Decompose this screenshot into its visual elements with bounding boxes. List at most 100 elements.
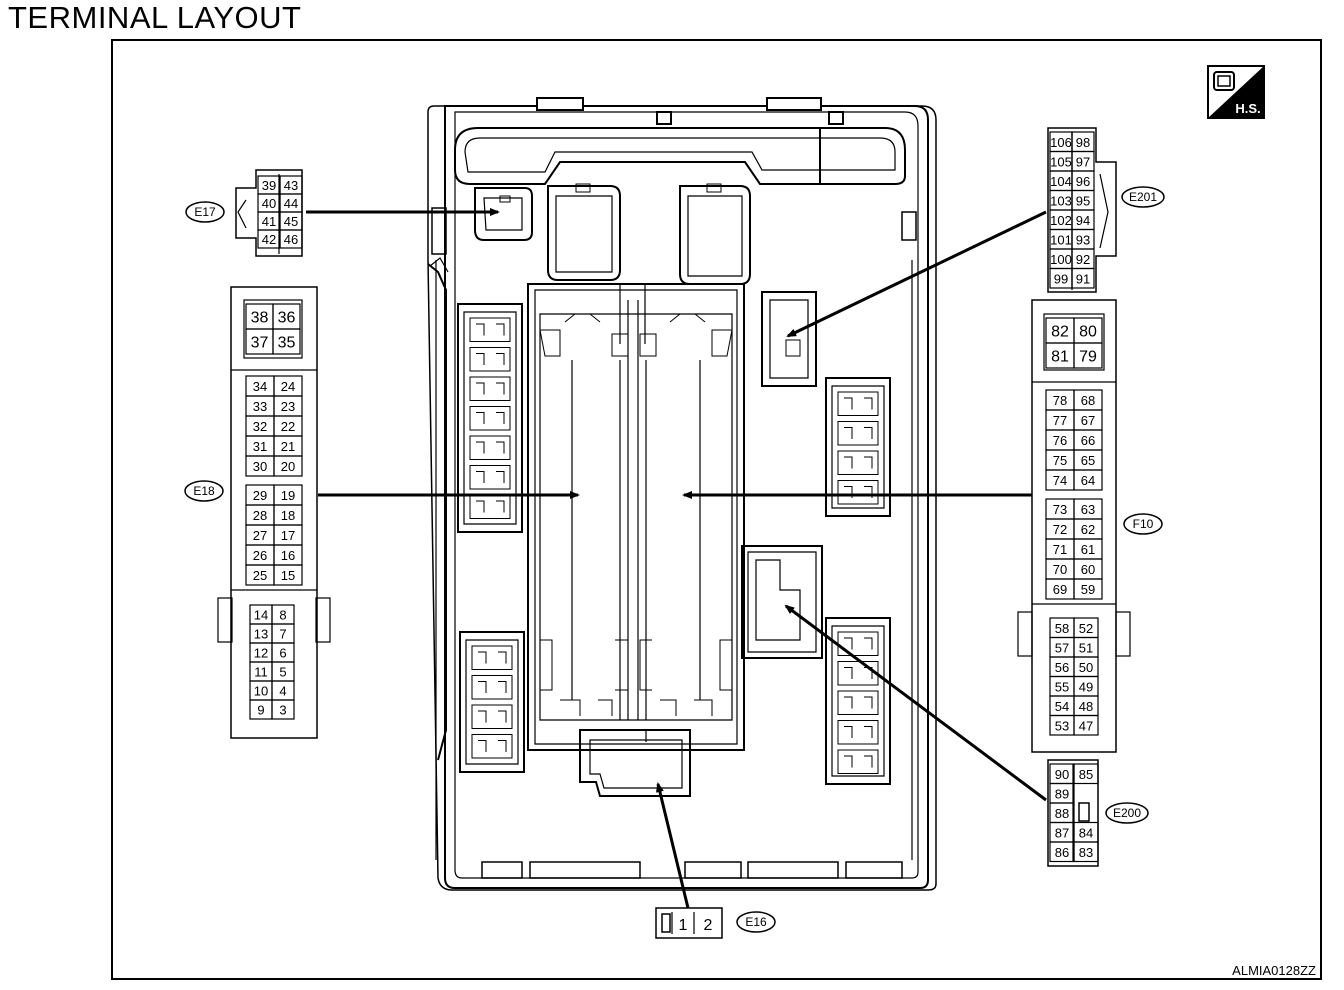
e18-pin-23: 23 — [281, 399, 295, 414]
e16-label: E16 — [745, 915, 767, 929]
e18-tag: E18 — [184, 480, 224, 502]
e201-pin-102: 102 — [1050, 213, 1072, 228]
e201-pin-98: 98 — [1076, 135, 1090, 150]
fuse-slot — [469, 465, 511, 490]
fuse-slot — [837, 450, 879, 475]
f10-pin-81: 81 — [1051, 349, 1069, 366]
e18-pin-12: 12 — [254, 646, 268, 661]
f10-pin-54: 54 — [1055, 699, 1069, 714]
f10-pin-82: 82 — [1051, 324, 1069, 341]
e18-pin-3: 3 — [279, 703, 286, 718]
fuse-slots — [469, 317, 879, 774]
e18-pin-18: 18 — [281, 508, 295, 523]
f10-pin-80: 80 — [1079, 324, 1097, 341]
f10-label: F10 — [1133, 517, 1154, 531]
f10-pin-59: 59 — [1081, 582, 1095, 597]
e18-pin-15: 15 — [281, 568, 295, 583]
e201-pin-103: 103 — [1050, 193, 1072, 208]
arrow-e200 — [784, 604, 1047, 802]
f10-pin-56: 56 — [1055, 660, 1069, 675]
e18-pin-16: 16 — [281, 548, 295, 563]
e17-pin-42: 42 — [262, 232, 276, 247]
pointer-arrows — [306, 208, 1047, 909]
e18-pin-38: 38 — [251, 310, 269, 327]
e18-pin-26: 26 — [253, 548, 267, 563]
e18-pin-30: 30 — [253, 459, 267, 474]
e17-tag: E17 — [185, 201, 225, 223]
e200-pin-88: 88 — [1055, 806, 1069, 821]
hs-harness-icon — [1213, 71, 1235, 91]
e18-pin-33: 33 — [253, 399, 267, 414]
fuse-slot — [469, 376, 511, 401]
fuse-slot — [837, 749, 879, 774]
e18-pin-36: 36 — [278, 310, 296, 327]
e17-pin-43: 43 — [284, 178, 298, 193]
e201-pin-93: 93 — [1076, 232, 1090, 247]
f10-pin-69: 69 — [1053, 582, 1067, 597]
fuse-slot — [471, 704, 513, 729]
pin-cell — [1073, 342, 1103, 369]
e200-pin-83: 83 — [1079, 845, 1093, 860]
e18-pin-25: 25 — [253, 568, 267, 583]
e18-pin-22: 22 — [281, 419, 295, 434]
connector-e16 — [655, 907, 723, 939]
f10-pin-73: 73 — [1053, 502, 1067, 517]
f10-pin-60: 60 — [1081, 562, 1095, 577]
e17-pin-44: 44 — [284, 196, 298, 211]
e18-pin-17: 17 — [281, 528, 295, 543]
e18-pin-29: 29 — [253, 488, 267, 503]
e18-pin-8: 8 — [279, 608, 286, 623]
e201-pin-99: 99 — [1054, 271, 1068, 286]
e201-pin-105: 105 — [1050, 154, 1072, 169]
f10-pin-57: 57 — [1055, 640, 1069, 655]
e17-pin-46: 46 — [284, 232, 298, 247]
hs-badge: H.S. — [1207, 65, 1265, 119]
e18-pin-6: 6 — [279, 646, 286, 661]
f10-pin-50: 50 — [1079, 660, 1093, 675]
f10-pin-72: 72 — [1053, 522, 1067, 537]
f10-pin-71: 71 — [1053, 542, 1067, 557]
fuse-slot — [837, 661, 879, 686]
e18-pin-7: 7 — [279, 627, 286, 642]
f10-pin-53: 53 — [1055, 718, 1069, 733]
pin-cell — [1073, 714, 1099, 736]
fuse-slot — [469, 347, 511, 372]
f10-pin-77: 77 — [1053, 413, 1067, 428]
e200-pin-89: 89 — [1055, 786, 1069, 801]
pin-cell — [1073, 763, 1099, 785]
e200-pin-87: 87 — [1055, 825, 1069, 840]
e201-pin-95: 95 — [1076, 193, 1090, 208]
e18-pin-37: 37 — [251, 335, 269, 352]
pin-cell — [272, 328, 301, 355]
hs-badge-text: H.S. — [1235, 101, 1260, 116]
f10-pin-51: 51 — [1079, 640, 1093, 655]
f10-pin-63: 63 — [1081, 502, 1095, 517]
f10-pin-78: 78 — [1053, 393, 1067, 408]
diagram-code: ALMIA0128ZZ — [1232, 963, 1316, 978]
fuse-slot — [837, 421, 879, 446]
fuse-slot — [837, 391, 879, 416]
e201-pin-97: 97 — [1076, 154, 1090, 169]
e17-pin-39: 39 — [262, 178, 276, 193]
e201-tag: E201 — [1121, 186, 1165, 208]
e18-pin-5: 5 — [279, 665, 286, 680]
e17-label: E17 — [194, 205, 216, 219]
e200-pin-90: 90 — [1055, 767, 1069, 782]
f10-pin-58: 58 — [1055, 621, 1069, 636]
pin-cell — [273, 455, 303, 477]
e17-pin-45: 45 — [284, 214, 298, 229]
e18-label: E18 — [193, 484, 215, 498]
fuse-slot — [837, 720, 879, 745]
e16-pin-1: 1 — [679, 917, 688, 934]
e201-pin-96: 96 — [1076, 174, 1090, 189]
pin-cell — [273, 564, 303, 586]
fuse-slot — [837, 631, 879, 656]
e18-pin-28: 28 — [253, 508, 267, 523]
e18-pin-4: 4 — [279, 684, 286, 699]
f10-pin-70: 70 — [1053, 562, 1067, 577]
